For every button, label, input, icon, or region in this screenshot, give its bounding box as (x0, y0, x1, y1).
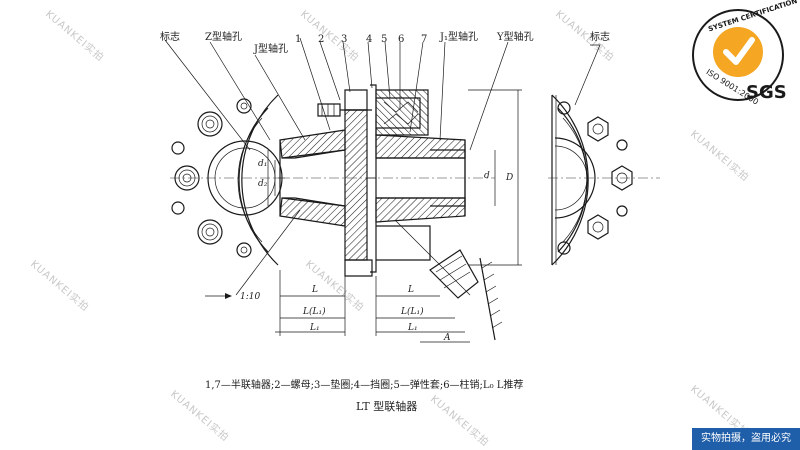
watermark-text: KUANKEI实拍 (28, 257, 92, 314)
label-LL1-right: L(L₁) (400, 306, 424, 317)
label-L1-right: L₁ (407, 323, 418, 333)
certification-logo: SYSTEM CERTIFICATION ISO 9001:2000 SGS (692, 0, 798, 107)
watermark-text: KUANKEI实拍 (298, 7, 362, 64)
hex-nuts-right (557, 101, 633, 255)
right-end-view (548, 44, 660, 266)
label-taper: 1:10 (240, 292, 260, 302)
cert-badge-circle (713, 27, 763, 77)
label-A: A (443, 333, 451, 343)
label-part-2: 2 (318, 34, 324, 45)
label-L-right: L (407, 285, 414, 295)
cert-ring (692, 9, 784, 101)
coupling-section (275, 84, 503, 341)
watermark-text: KUANKEI实拍 (428, 392, 492, 449)
left-end-view (164, 39, 290, 266)
label-part-4: 4 (366, 34, 372, 45)
label-part-6: 6 (398, 34, 404, 45)
label-L1-left: L₁ (309, 323, 320, 333)
cert-brand: SGS (746, 82, 787, 103)
drawing-title: LT 型联轴器 (356, 399, 417, 413)
label-part-3: 3 (341, 34, 347, 45)
leader-lines (235, 37, 509, 296)
label-j-hole: J型轴孔 (253, 42, 288, 55)
copyright-notice: 实物拍摄，盗用必究 (692, 428, 800, 450)
watermark-text: KUANKEI实拍 (168, 387, 232, 444)
label-mark-left: 标志 (160, 30, 180, 43)
label-d1: d₁ (258, 159, 267, 169)
label-part-1: 1 (295, 34, 301, 45)
label-L-left: L (311, 285, 318, 295)
part-labels: 标志 Z型轴孔 J型轴孔 1 2 3 4 5 6 7 J₁型轴孔 Y型轴孔 标志… (160, 30, 610, 413)
label-D: D (505, 173, 513, 183)
watermark-text: KUANKEI实拍 (688, 127, 752, 184)
cert-ring-top-text: SYSTEM CERTIFICATION (707, 0, 798, 33)
dimension-lines (205, 89, 522, 343)
watermark-text: KUANKEI实拍 (43, 7, 107, 64)
label-part-5: 5 (381, 34, 387, 45)
taper-arrow (225, 293, 232, 299)
label-dz: d₂ (258, 179, 268, 189)
label-z-hole: Z型轴孔 (205, 30, 242, 43)
bolt-circles-left (171, 98, 252, 258)
label-LL1-left: L(L₁) (302, 306, 326, 317)
label-j1-hole: J₁型轴孔 (439, 30, 478, 43)
label-part-7: 7 (421, 34, 427, 45)
label-d: d (484, 171, 490, 181)
parts-legend: 1,7—半联轴器;2—螺母;3—垫圈;4—挡圈;5—弹性套;6—柱销;L₀ L推… (205, 378, 523, 391)
label-mark-right: 标志 (590, 30, 610, 43)
checkmark-icon (723, 37, 755, 65)
label-y-hole: Y型轴孔 (496, 30, 534, 43)
